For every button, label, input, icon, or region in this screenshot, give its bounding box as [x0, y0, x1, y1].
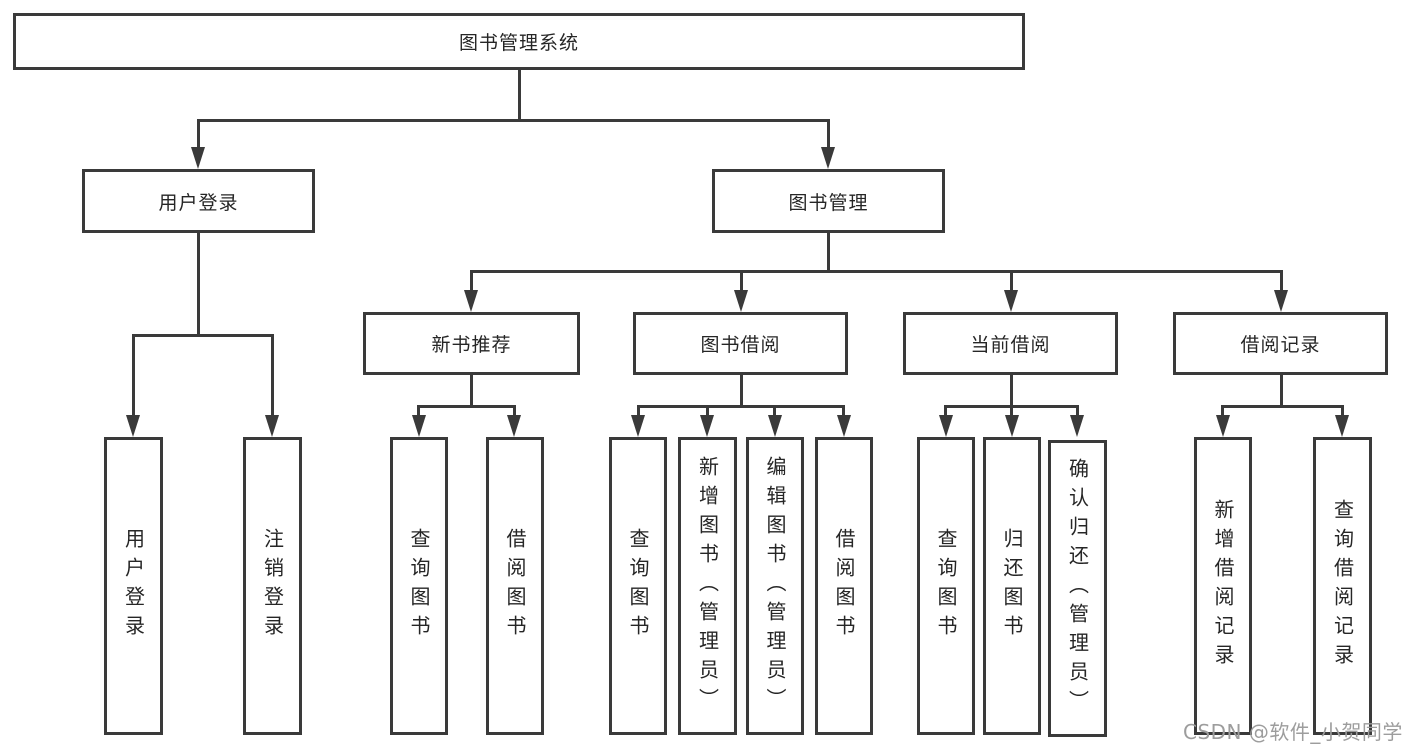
- connector-to-leaf-logout: [271, 334, 274, 417]
- arrow-icon: [507, 415, 521, 437]
- arrow-icon: [821, 147, 835, 169]
- node-book-borrow: 图书借阅: [633, 312, 848, 375]
- connector-to-borrow-records: [1280, 270, 1283, 292]
- connector-root-stem: [518, 70, 521, 122]
- arrow-icon: [734, 290, 748, 312]
- connector-leaf: [1076, 405, 1079, 417]
- leaf-query-borrow-record: 查询借阅记录: [1313, 437, 1372, 735]
- arrow-icon: [126, 415, 140, 437]
- leaf-query-books: 查询图书: [609, 437, 667, 735]
- leaf-query-books: 查询图书: [917, 437, 975, 735]
- leaf-logout: 注销登录: [243, 437, 302, 735]
- connector-book-mgmt-bus: [470, 270, 1283, 273]
- connector-book-mgmt-stem: [827, 233, 830, 272]
- leaf-add-borrow-record: 新增借阅记录: [1194, 437, 1252, 735]
- connector-leaf: [417, 405, 420, 417]
- connector-leaf: [513, 405, 516, 417]
- connector-current-borrow-stem: [1010, 375, 1013, 407]
- connector-to-user-login: [197, 119, 200, 149]
- connector-to-current-borrow: [1010, 270, 1013, 292]
- leaf-confirm-return-admin: 确认归还（管理员）: [1048, 440, 1107, 737]
- connector-records-bus: [1221, 405, 1343, 408]
- arrow-icon: [265, 415, 279, 437]
- connector-to-leaf-login: [132, 334, 135, 417]
- connector-user-login-bus: [132, 334, 274, 337]
- connector-to-book-borrow: [740, 270, 743, 292]
- arrow-icon: [412, 415, 426, 437]
- connector-book-borrow-stem: [740, 375, 743, 407]
- connector-leaf: [1221, 405, 1224, 417]
- connector-leaf: [773, 405, 776, 417]
- leaf-add-book-admin: 新增图书（管理员）: [678, 437, 737, 735]
- connector-leaf: [1010, 405, 1013, 417]
- arrow-icon: [837, 415, 851, 437]
- arrow-icon: [939, 415, 953, 437]
- connector-leaf: [637, 405, 640, 417]
- arrow-icon: [1070, 415, 1084, 437]
- leaf-query-books: 查询图书: [390, 437, 448, 735]
- arrow-icon: [1274, 290, 1288, 312]
- arrow-icon: [1004, 290, 1018, 312]
- leaf-edit-book-admin: 编辑图书（管理员）: [746, 437, 804, 735]
- connector-root-bus: [197, 119, 830, 122]
- connector-records-stem: [1280, 375, 1283, 407]
- arrow-icon: [631, 415, 645, 437]
- leaf-return-books: 归还图书: [983, 437, 1041, 735]
- connector-leaf: [1341, 405, 1344, 417]
- arrow-icon: [1216, 415, 1230, 437]
- connector-user-login-stem: [197, 233, 200, 336]
- node-current-borrow: 当前借阅: [903, 312, 1118, 375]
- connector-leaf: [706, 405, 709, 417]
- arrow-icon: [191, 147, 205, 169]
- leaf-borrow-books: 借阅图书: [815, 437, 873, 735]
- connector-new-book-bus: [417, 405, 515, 408]
- node-library-system: 图书管理系统: [13, 13, 1025, 70]
- arrow-icon: [1335, 415, 1349, 437]
- connector-to-new-book: [470, 270, 473, 292]
- node-book-management: 图书管理: [712, 169, 945, 233]
- leaf-borrow-books: 借阅图书: [486, 437, 544, 735]
- connector-book-borrow-bus: [637, 405, 845, 408]
- watermark: CSDN @软件_小贺同学: [1183, 720, 1403, 744]
- arrow-icon: [700, 415, 714, 437]
- arrow-icon: [464, 290, 478, 312]
- node-borrow-records: 借阅记录: [1173, 312, 1388, 375]
- connector-leaf: [944, 405, 947, 417]
- connector-leaf: [842, 405, 845, 417]
- connector-new-book-stem: [470, 375, 473, 407]
- node-user-login: 用户登录: [82, 169, 315, 233]
- connector-to-book-management: [827, 119, 830, 149]
- arrow-icon: [1005, 415, 1019, 437]
- arrow-icon: [768, 415, 782, 437]
- leaf-user-login: 用户登录: [104, 437, 163, 735]
- node-new-book-recommend: 新书推荐: [363, 312, 580, 375]
